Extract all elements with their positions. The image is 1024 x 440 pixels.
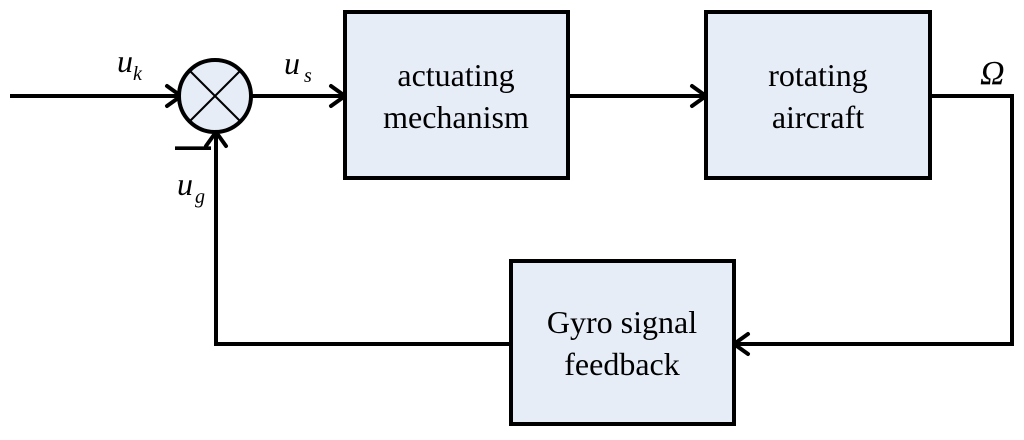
gyro-feedback-block: Gyro signal feedback	[509, 259, 736, 426]
output-feedback-wire	[735, 94, 1014, 346]
rotating-aircraft-label-line1: rotating	[768, 57, 868, 93]
actuating-mechanism-label-line2: mechanism	[383, 99, 529, 135]
actuating-mechanism-label-line1: actuating	[397, 57, 514, 93]
summing-junction-cross-b	[189, 70, 241, 122]
gyro-feedback-label-line2: feedback	[564, 346, 679, 382]
rotating-aircraft-label-line2: aircraft	[772, 99, 864, 135]
rotating-aircraft-block: rotating aircraft	[704, 10, 932, 180]
summing-junction	[177, 58, 253, 134]
input-signal-label: uk	[117, 43, 143, 85]
gyro-feedback-label-line1: Gyro signal	[547, 304, 697, 340]
actuating-mechanism-block: actuating mechanism	[343, 10, 570, 180]
feedback-return-arrowhead	[204, 130, 228, 148]
feedback-return-wire	[214, 133, 511, 346]
rotating-aircraft-box	[704, 10, 932, 180]
feedback-minus-sign: —	[175, 125, 211, 166]
gyro-feedback-box	[509, 259, 736, 426]
actuating-mechanism-box	[343, 10, 570, 180]
output-omega-label: Ω	[980, 55, 1005, 92]
